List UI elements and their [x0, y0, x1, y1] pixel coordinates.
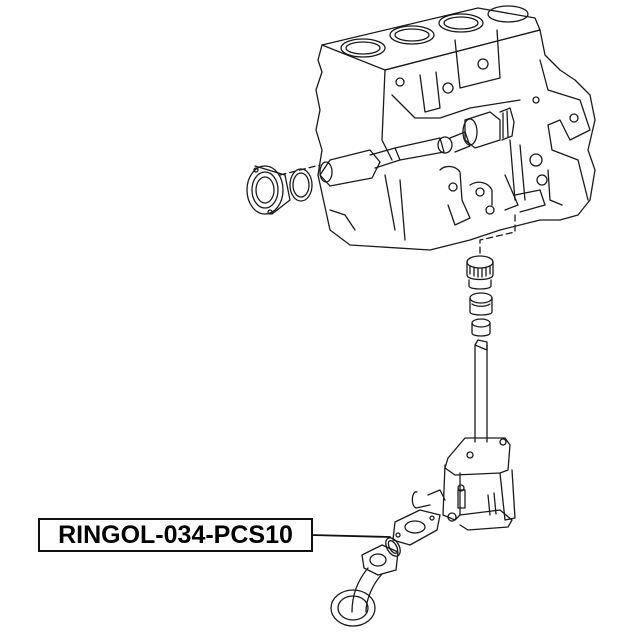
engine-block — [315, 5, 596, 251]
part-number-label: RINGOL-034-PCS10 — [38, 518, 313, 552]
axis-line — [279, 164, 321, 176]
shaft-seal — [289, 168, 313, 202]
oil-pickup-tube — [330, 544, 399, 627]
bushing-sleeve — [471, 318, 491, 337]
leader-line — [310, 534, 391, 538]
front-seal-flange — [246, 165, 291, 215]
intermediate-shaft — [319, 107, 515, 187]
oil-pump-drive-shaft — [474, 339, 488, 443]
oil-pump-body — [392, 437, 516, 546]
drive-gear — [466, 255, 494, 290]
axis-line — [479, 214, 516, 256]
bushing — [469, 292, 493, 316]
